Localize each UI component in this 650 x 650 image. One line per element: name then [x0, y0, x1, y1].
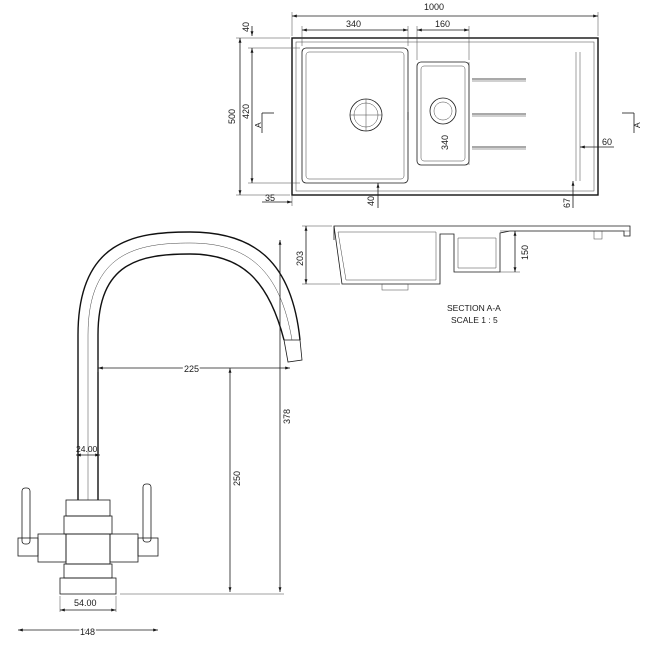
svg-text:A: A	[253, 122, 263, 128]
dim-left-margin: 35	[265, 193, 275, 203]
section-marker-left: A	[253, 112, 274, 133]
dim-spout-height: 250	[232, 471, 242, 486]
section-scale: SCALE 1 : 5	[451, 315, 498, 325]
dim-handle-span: 148	[80, 627, 95, 637]
dim-base-width: 54.00	[74, 598, 97, 608]
dim-bottom-margin: 40	[366, 196, 376, 206]
right-handle	[142, 483, 152, 543]
dim-depth-main: 203	[295, 251, 305, 266]
section-title: SECTION A-A	[447, 303, 501, 313]
section-marker-right: A	[622, 112, 642, 133]
tap-nozzle	[283, 339, 303, 363]
tap-base	[59, 577, 117, 595]
dim-main-bowl-width: 340	[346, 19, 361, 29]
dim-overall-width: 1000	[424, 2, 444, 12]
dim-depth-prep: 150	[520, 245, 530, 260]
sink-outline	[291, 37, 599, 196]
sink-top-view: 1000 340 160 500 420 40 A A	[227, 2, 642, 208]
left-handle	[21, 487, 31, 545]
dim-column-width: 24.00	[76, 444, 98, 454]
dim-reach: 225	[184, 364, 199, 374]
dim-drainer-bottom: 67	[562, 198, 572, 208]
dim-prep-bowl-width: 160	[435, 19, 450, 29]
dim-prep-bowl-depth: 340	[440, 135, 450, 150]
dim-bowl-depth: 420	[241, 104, 251, 119]
dim-drainer-offset: 60	[602, 137, 612, 147]
main-bowl	[301, 47, 409, 184]
tap-spout	[77, 231, 301, 500]
tap-collar	[65, 499, 111, 517]
tap-drawing: 225 250 378 24.00 54.00 148	[17, 231, 303, 639]
dim-top-margin: 40	[241, 22, 251, 32]
prep-drain	[429, 97, 457, 125]
svg-text:A: A	[632, 122, 642, 128]
sink-section-view: 203 150 SECTION A-A SCALE 1 : 5	[295, 225, 631, 325]
dim-height: 378	[282, 409, 292, 424]
dim-overall-depth: 500	[227, 109, 237, 124]
drainer-grooves	[472, 52, 581, 181]
